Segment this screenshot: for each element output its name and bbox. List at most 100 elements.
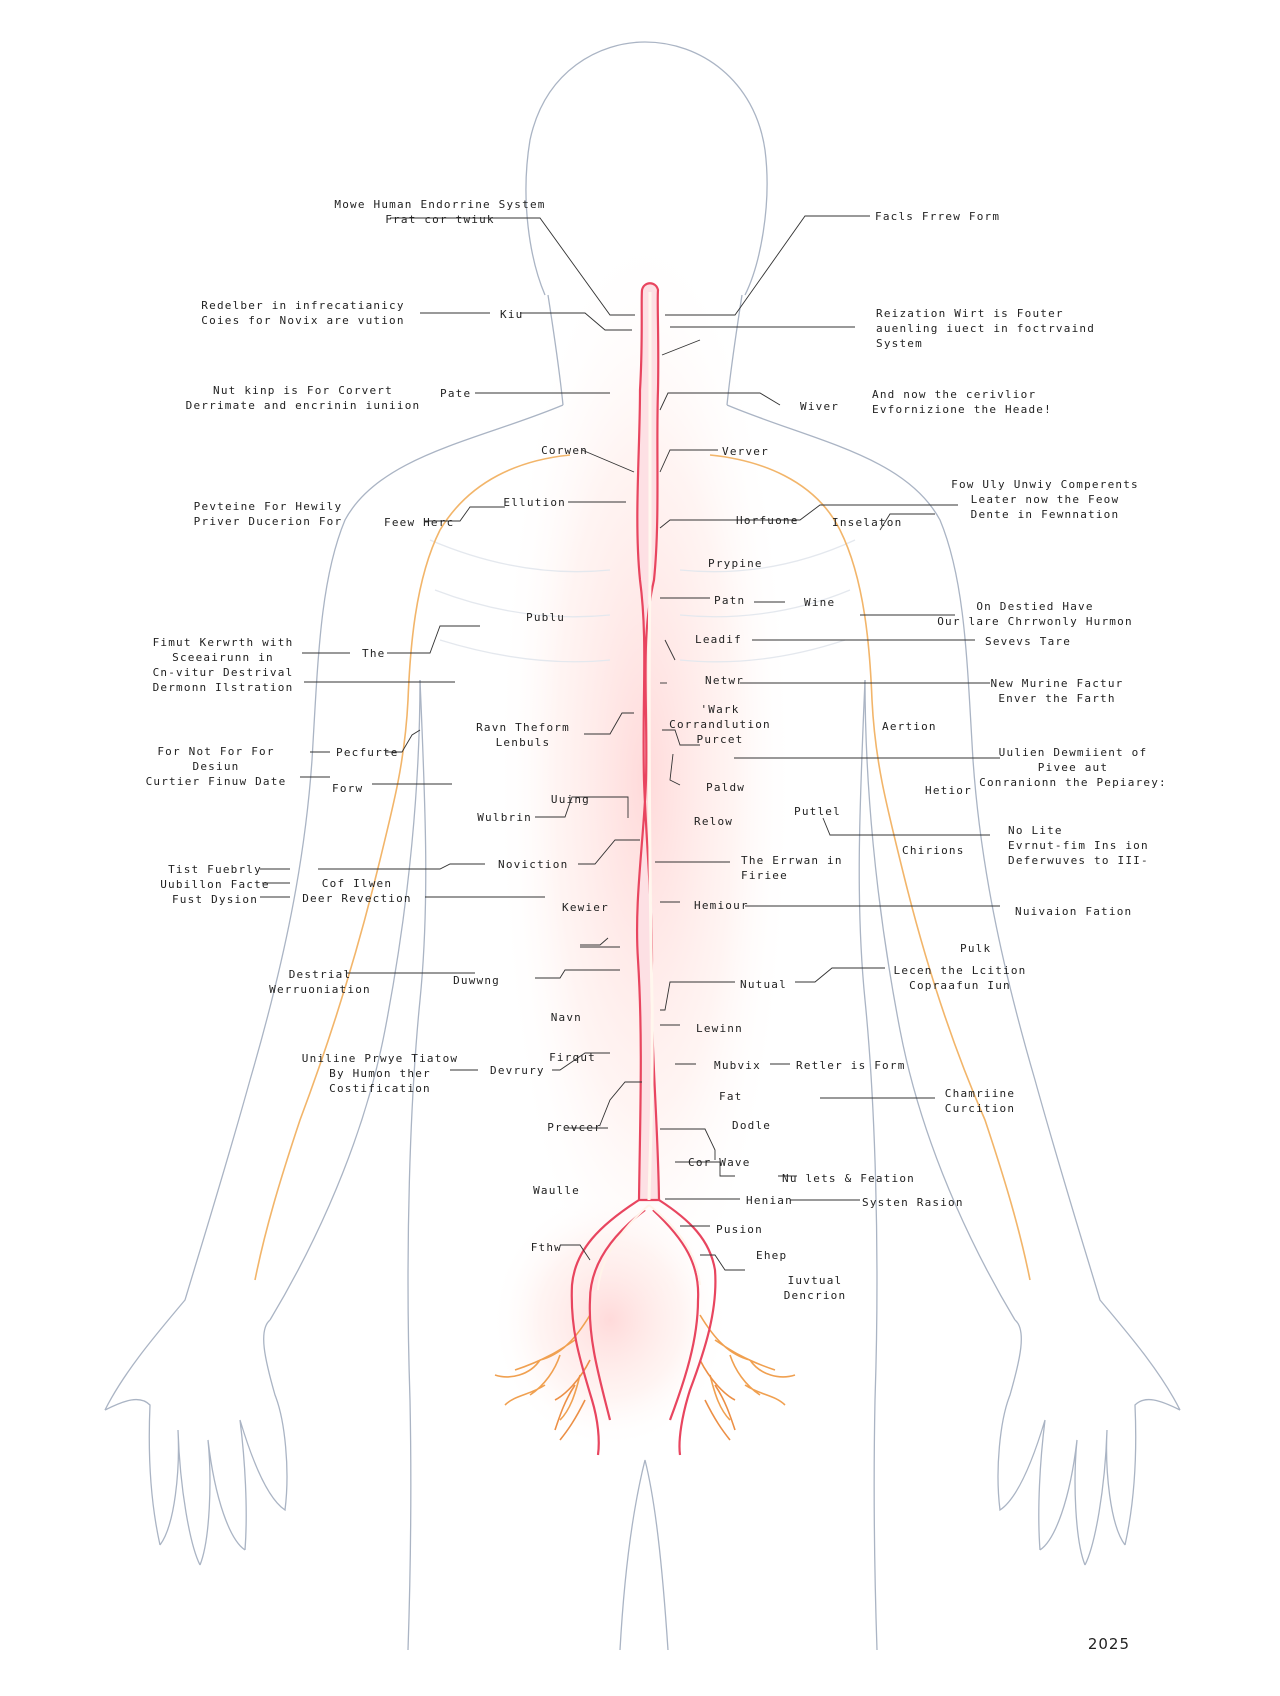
diagram-label-line: Copraafun Iun (909, 979, 1011, 992)
diagram-label-line: Nutual (740, 978, 787, 991)
diagram-label-line: Desiun (193, 760, 240, 773)
spinal-cord (570, 282, 717, 1456)
diagram-label-line: Inselaton (832, 516, 902, 529)
diagram-label-line: Ellution (503, 496, 566, 509)
diagram-label-line: Dencrion (784, 1289, 847, 1302)
diagram-label-l36: Paldw (706, 781, 745, 794)
torso-right-outline (858, 679, 878, 1651)
diagram-label-line: Navn (551, 1011, 582, 1024)
diagram-label-l13: Feew Herc (384, 516, 454, 529)
diagram-label-line: Noviction (498, 858, 568, 871)
left-arm-nerve (254, 454, 571, 1281)
diagram-label-l2: Facls Frrew Form (875, 210, 1000, 223)
right-inner-arm-outline (864, 679, 1016, 1321)
diagram-label-line: Evfornizione the Heade! (872, 403, 1052, 416)
diagram-label-line: Prevcer (547, 1121, 602, 1134)
diagram-label-line: Chamriine (945, 1087, 1015, 1100)
diagram-label-line: Uuing (551, 793, 590, 806)
diagram-label-l11: Verver (722, 445, 769, 458)
diagram-label-line: Kewier (562, 901, 609, 914)
diagram-label-l34: Forw (332, 782, 363, 795)
diagram-label-line: For Not For For (157, 745, 274, 758)
diagram-label-line: By Humon ther (329, 1067, 431, 1080)
diagram-label-l51: Pulk (960, 942, 991, 955)
diagram-label-l39: Wulbrin (477, 811, 532, 824)
diagram-label-l63: Fat (719, 1090, 742, 1103)
diagram-label-l49: Hemiour (694, 899, 749, 912)
diagram-label-l33: Pecfurte (336, 746, 399, 759)
diagram-label-line: The (362, 647, 385, 660)
leader-lines (260, 215, 1000, 1271)
diagram-label-line: Ravn Theform (476, 721, 570, 734)
diagram-label-l14: Ellution (503, 496, 566, 509)
diagram-label-l54: Nutual (740, 978, 787, 991)
diagram-label-line: Iuvtual (788, 1274, 843, 1287)
diagram-label-l43: Chirions (902, 844, 965, 857)
diagram-label-line: Forw (332, 782, 363, 795)
diagram-label-l57: Lewinn (696, 1022, 743, 1035)
spinal-cord-core (647, 292, 654, 1201)
diagram-label-line: Uubillon Facte (160, 878, 270, 891)
diagram-label-l46: Noviction (498, 858, 568, 871)
diagram-label-line: Curtier Finuw Date (146, 775, 287, 788)
diagram-label-l31: Aertion (882, 720, 937, 733)
diagram-label-l72: Pusion (716, 1223, 763, 1236)
diagram-label-l15: Horfuone (736, 514, 799, 527)
diagram-label-line: Dermonn Ilstration (153, 681, 294, 694)
diagram-label-line: Pecfurte (336, 746, 399, 759)
diagram-label-l50: Nuivaion Fation (1015, 905, 1132, 918)
diagram-label-line: Feew Herc (384, 516, 454, 529)
diagram-label-l70: Henian (746, 1194, 793, 1207)
diagram-label-line: Paldw (706, 781, 745, 794)
diagram-label-l56: Navn (551, 1011, 582, 1024)
diagram-label-line: Fthw (531, 1241, 562, 1254)
diagram-label-l48: Kewier (562, 901, 609, 914)
cauda-core (597, 1204, 701, 1291)
diagram-label-line: Nuivaion Fation (1015, 905, 1132, 918)
diagram-label-line: Evrnut-fim Ins ion (1008, 839, 1149, 852)
diagram-label-line: Dente in Fewnnation (971, 508, 1120, 521)
diagram-label-line: Duwwng (453, 974, 500, 987)
diagram-label-line: Frat cor twiuk (385, 213, 495, 226)
diagram-label-line: Deer Revection (302, 892, 412, 905)
diagram-label-line: Tist Fuebrly (168, 863, 262, 876)
diagram-label-line: Wulbrin (477, 811, 532, 824)
diagram-label-line: Facls Frrew Form (875, 210, 1000, 223)
diagram-label-line: Leadif (695, 633, 742, 646)
left-inner-arm-outline (269, 679, 421, 1321)
diagram-label-line: Systen Rasion (862, 1196, 964, 1209)
diagram-label-line: New Murine Factur (991, 677, 1124, 690)
rib-hint (429, 539, 856, 663)
diagram-label-line: Wiver (800, 400, 839, 413)
diagram-label-line: Patn (714, 594, 745, 607)
diagram-label-line: Fust Dysion (172, 893, 258, 906)
diagram-label-l69: Nu lets & Feation (782, 1172, 915, 1185)
diagram-label-line: Wine (804, 596, 835, 609)
diagram-label-line: Waulle (533, 1184, 580, 1197)
diagram-label-line: Enver the Farth (998, 692, 1115, 705)
diagram-label-l71: Systen Rasion (862, 1196, 964, 1209)
diagram-label-line: No Lite (1008, 824, 1063, 837)
diagram-label-line: Chirions (902, 844, 965, 857)
diagram-label-line: Publu (526, 611, 565, 624)
diagram-label-line: Ehep (756, 1249, 787, 1262)
diagram-label-l41: Putlel (794, 805, 841, 818)
diagram-label-line: Sceeairunn in (172, 651, 274, 664)
diagram-label-l18: Prypine (708, 557, 763, 570)
right-arm-nerve (709, 454, 1031, 1281)
